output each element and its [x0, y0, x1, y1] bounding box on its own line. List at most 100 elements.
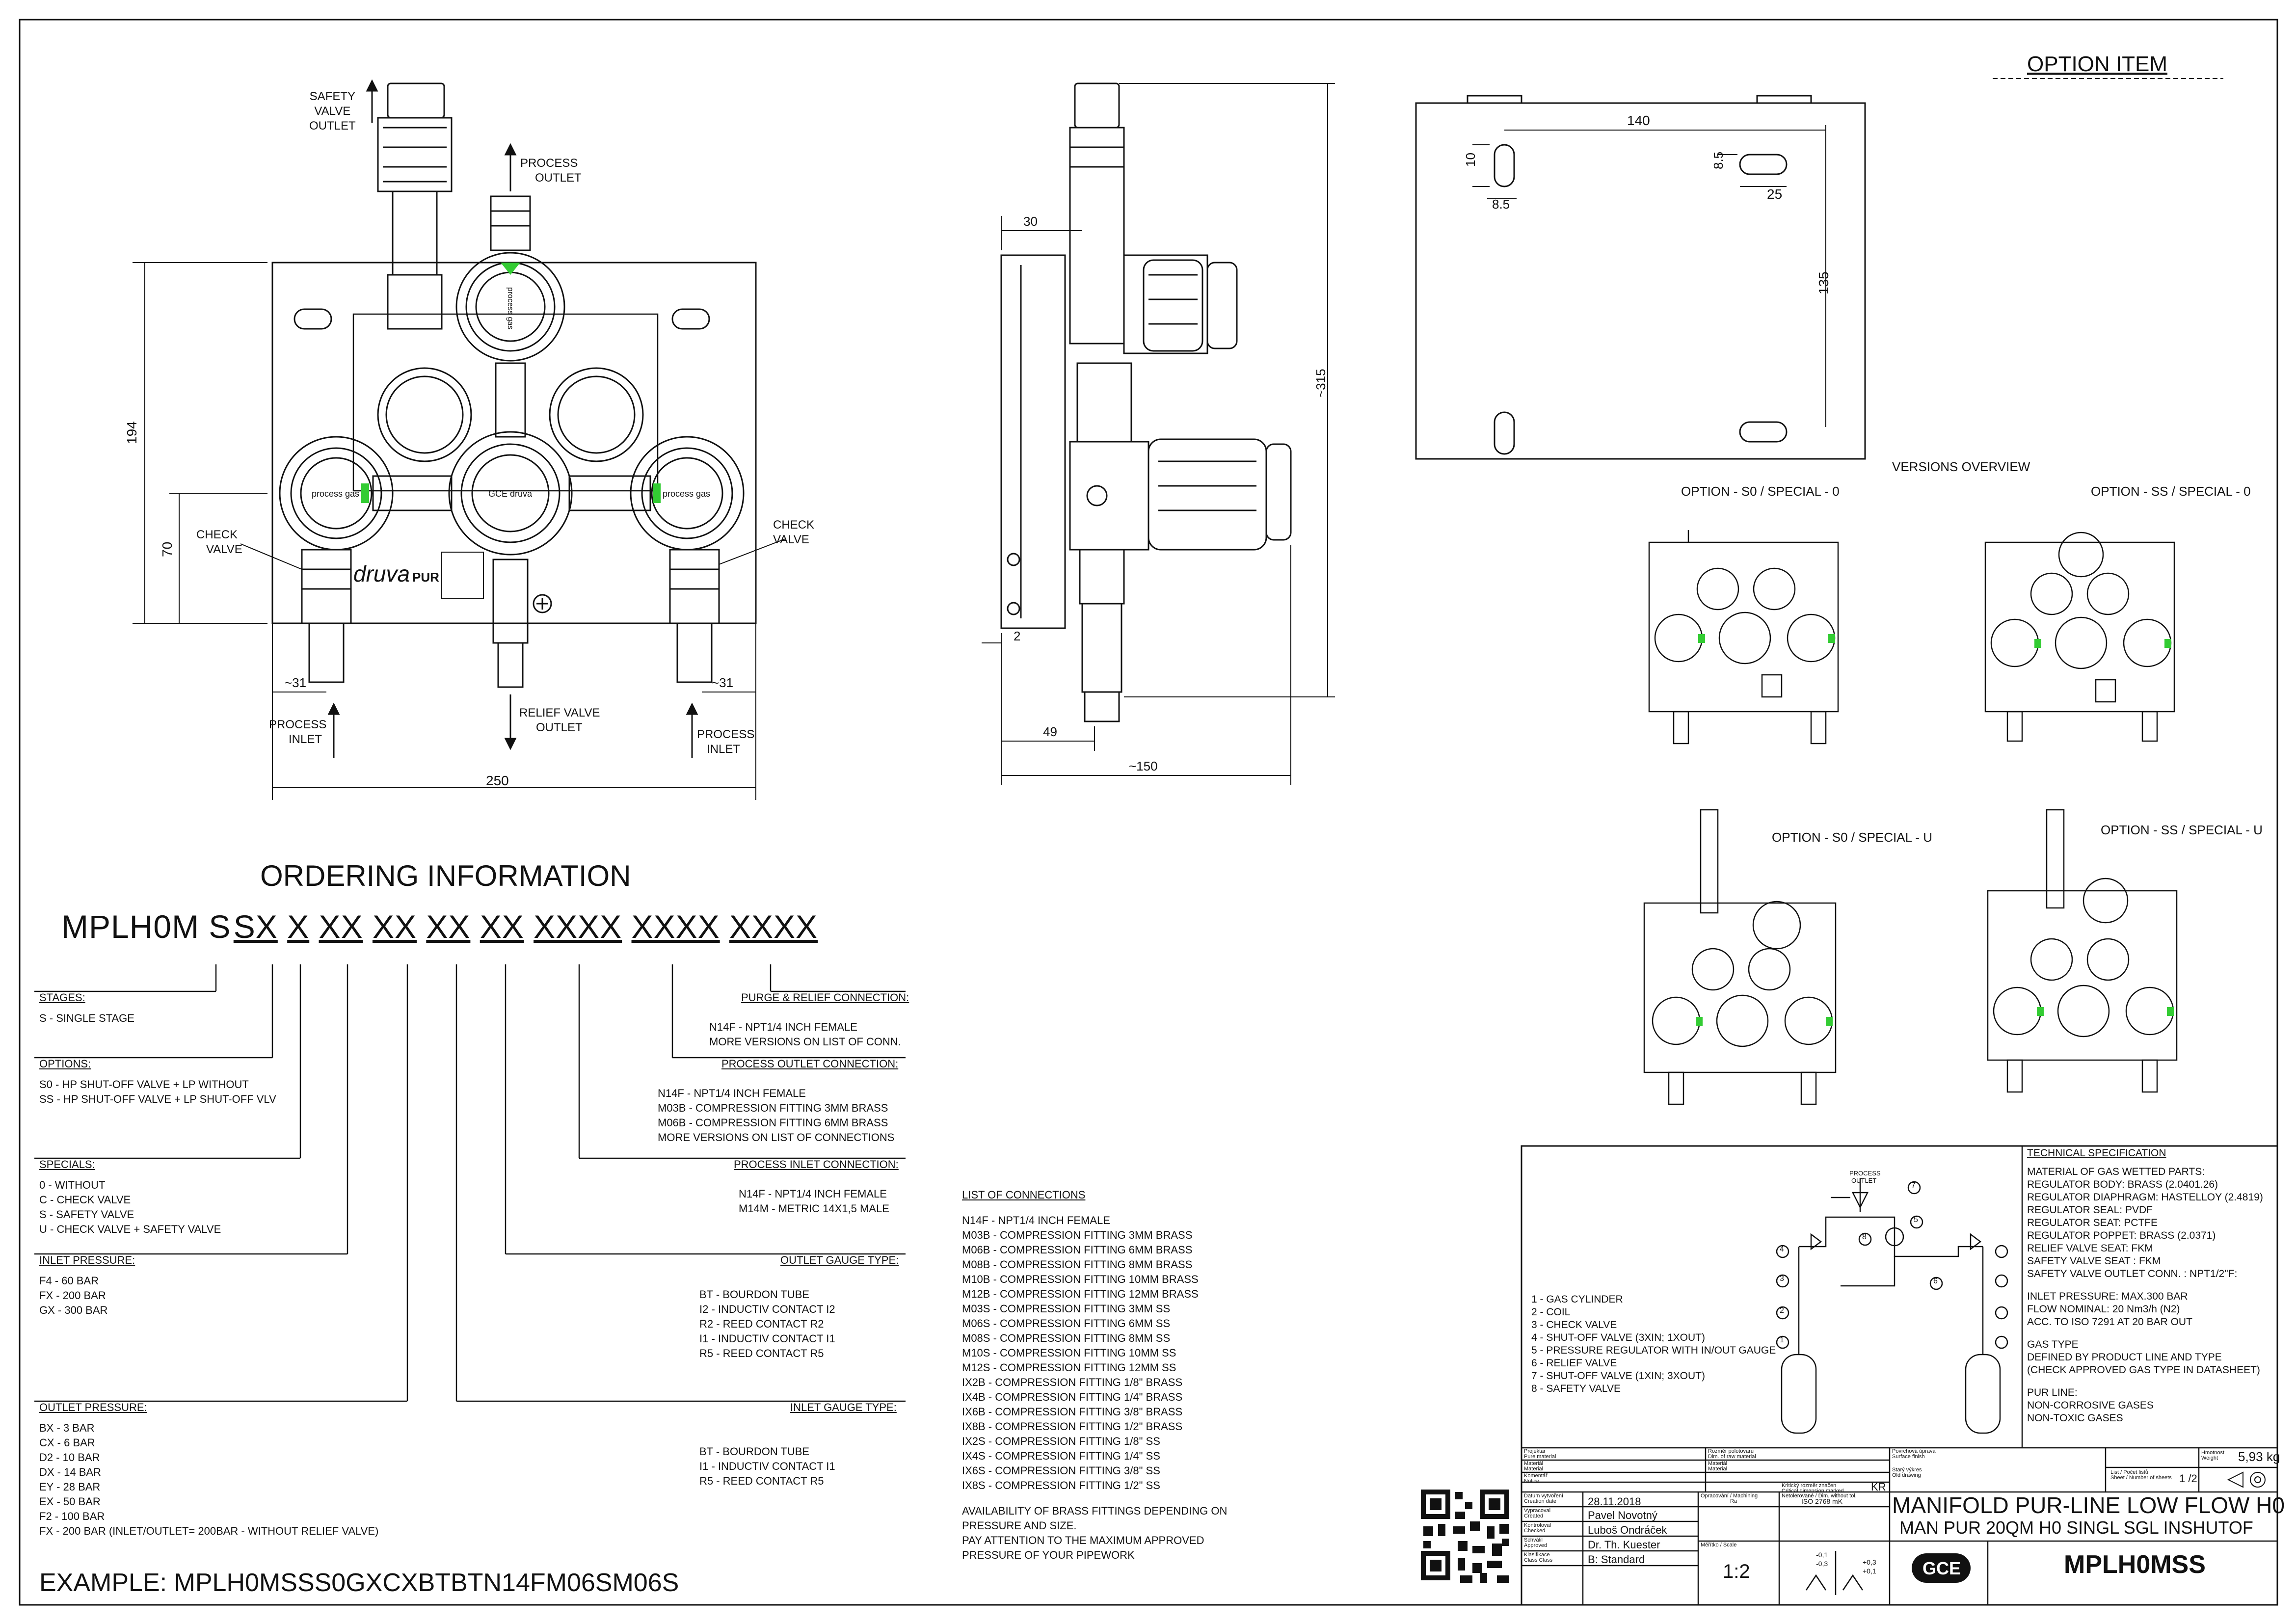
schem-num-3: 3 [1780, 1275, 1784, 1283]
version-label-s0-u: OPTION - S0 / SPECIAL - U [1772, 830, 1932, 845]
green-indicators [361, 263, 661, 503]
dimensions-option [1472, 125, 1826, 427]
dim-width: 250 [486, 773, 509, 788]
version-label-ss-0: OPTION - SS / SPECIAL - 0 [2091, 484, 2251, 499]
code-part-inlet-pressure: XX [319, 908, 363, 945]
dim-opt-10: 10 [1463, 153, 1478, 167]
outlet-gauge-left [377, 367, 472, 462]
dim-opt-85b: 8.5 [1711, 152, 1726, 169]
ordering-leader-lines [34, 964, 906, 1402]
code-part-inlet-conn: XXXX [534, 908, 622, 945]
dim-opt-135: 135 [1816, 271, 1831, 294]
code-part-outlet-conn: XXXX [631, 908, 720, 945]
inlet-gauge-lines: BT - BOURDON TUBE I1 - INDUCTIV CONTACT … [699, 1445, 835, 1487]
inlet-gauge-right [549, 367, 644, 462]
gas-schematic [1776, 1178, 2008, 1434]
code-part-model: MPLH0M [61, 908, 200, 945]
tb-tolerance: Netolerované / Dim. without tol.ISO 2768… [1782, 1493, 1857, 1505]
brand-logo: druva [353, 561, 410, 586]
dimensions-front [133, 262, 756, 800]
dim-h70: 70 [160, 542, 175, 557]
schem-num-6: 6 [1933, 1277, 1938, 1285]
label-relief-valve-outlet: RELIEF VALVE OUTLET [519, 706, 600, 734]
gauge-label-right: process gas [663, 489, 710, 499]
tb-drawn-by: Pavel Novotný [1588, 1509, 1657, 1521]
code-part-stage: S [209, 908, 231, 945]
outlet-gauge-header: OUTLET GAUGE TYPE: [780, 1254, 899, 1266]
dim-side-150: ~150 [1129, 759, 1158, 773]
dim-opt-25: 25 [1767, 186, 1782, 202]
tb-part-number: MPLH0MSS [2064, 1550, 2206, 1579]
spec-options: OPTIONS: S0 - HP SHUT-OFF VALVE + LP WIT… [39, 1058, 276, 1105]
schematic-process-outlet-1: PROCESS [1849, 1170, 1881, 1177]
connections-header: LIST OF CONNECTIONS [962, 1189, 1086, 1201]
dim-height: 194 [124, 421, 139, 444]
schem-num-1: 1 [1780, 1336, 1784, 1344]
tb-tol-b: -0,3 [1816, 1560, 1828, 1568]
qr-code [1421, 1490, 1509, 1583]
gauge-label-left: process gas [312, 489, 359, 499]
spec-outlet-pressure: OUTLET PRESSURE: BX - 3 BAR CX - 6 BAR D… [39, 1401, 379, 1537]
purge-relief-header: PURGE & RELIEF CONNECTION: [741, 991, 909, 1004]
list-of-connections: LIST OF CONNECTIONS N14F - NPT1/4 INCH F… [962, 1189, 1228, 1561]
tb-tol-a: -0,1 [1816, 1551, 1828, 1559]
label-safety-valve-outlet: SAFETY VALVE OUTLET [309, 90, 356, 133]
tb-checked-by: Luboš Ondráček [1588, 1524, 1667, 1536]
tb-kr: KR [1871, 1481, 1886, 1493]
tb-tol-c: +0,3 [1863, 1558, 1876, 1566]
label-check-valve-right: CHECK VALVE [773, 518, 815, 546]
label-process-inlet-right: PROCESS INLET [697, 728, 755, 756]
schem-num-7: 7 [1911, 1181, 1916, 1190]
dim-right31: ~31 [712, 675, 733, 690]
spec-stages: STAGES: S - SINGLE STAGE [39, 991, 134, 1024]
process-inlet-conn-header: PROCESS INLET CONNECTION: [734, 1158, 899, 1171]
outlet-gauge-lines: BT - BOURDON TUBE I2 - INDUCTIV CONTACT … [699, 1288, 835, 1359]
purge-relief-lines: N14F - NPT1/4 INCH FEMALE MORE VERSIONS … [709, 1021, 901, 1048]
code-part-outlet-gauge: XX [480, 908, 524, 945]
side-view [1000, 82, 1292, 722]
brand-suffix: PUR [412, 570, 439, 585]
version-thumbnails [1643, 530, 2178, 1105]
tb-scale-label: Měřítko / Scale [1701, 1542, 1737, 1548]
dim-side-49: 49 [1043, 724, 1057, 739]
schem-num-5: 5 [1914, 1216, 1918, 1224]
inlet-gauge-header: INLET GAUGE TYPE: [790, 1401, 897, 1413]
front-view: process gas [271, 82, 757, 688]
gce-logo-text: GCE [1922, 1558, 1961, 1578]
ordering-code: MPLH0M S SX X XX XX XX XX XXXX XXXX XXXX [61, 908, 818, 945]
option-item-title: OPTION ITEM [2027, 52, 2167, 76]
dim-left31: ~31 [285, 675, 306, 690]
code-part-purge-conn: XXXX [729, 908, 818, 945]
version-label-s0-0: OPTION - S0 / SPECIAL - 0 [1681, 484, 1840, 499]
dim-side-2: 2 [1014, 629, 1020, 643]
schem-num-8: 8 [1862, 1233, 1867, 1241]
version-label-ss-u: OPTION - SS / SPECIAL - U [2101, 823, 2263, 837]
schem-num-4: 4 [1780, 1245, 1784, 1253]
process-inlet-conn-lines: N14F - NPT1/4 INCH FEMALE M14M - METRIC … [739, 1188, 889, 1215]
title-block-grid [1522, 1447, 2277, 1605]
tb-scale: 1:2 [1723, 1561, 1750, 1582]
option-item-plate [1415, 95, 1866, 460]
spec-inlet-pressure: INLET PRESSURE: F4 - 60 BAR FX - 200 BAR… [39, 1254, 135, 1316]
dim-opt-140: 140 [1627, 113, 1650, 128]
versions-overview-title: VERSIONS OVERVIEW [1892, 459, 2030, 474]
label-process-inlet-left: PROCESS INLET [269, 718, 327, 746]
top-shutoff-valve [455, 252, 565, 362]
ordering-example: EXAMPLE: MPLH0MSSS0GXCXBTBTN14FM06SM06S [39, 1569, 679, 1597]
code-part-option: SX [233, 908, 278, 945]
technical-specification: TECHNICAL SPECIFICATION MATERIAL OF GAS … [2027, 1147, 2263, 1424]
tb-tol-d: +0,1 [1863, 1567, 1876, 1575]
label-check-valve-left: CHECK VALVE [196, 528, 242, 556]
